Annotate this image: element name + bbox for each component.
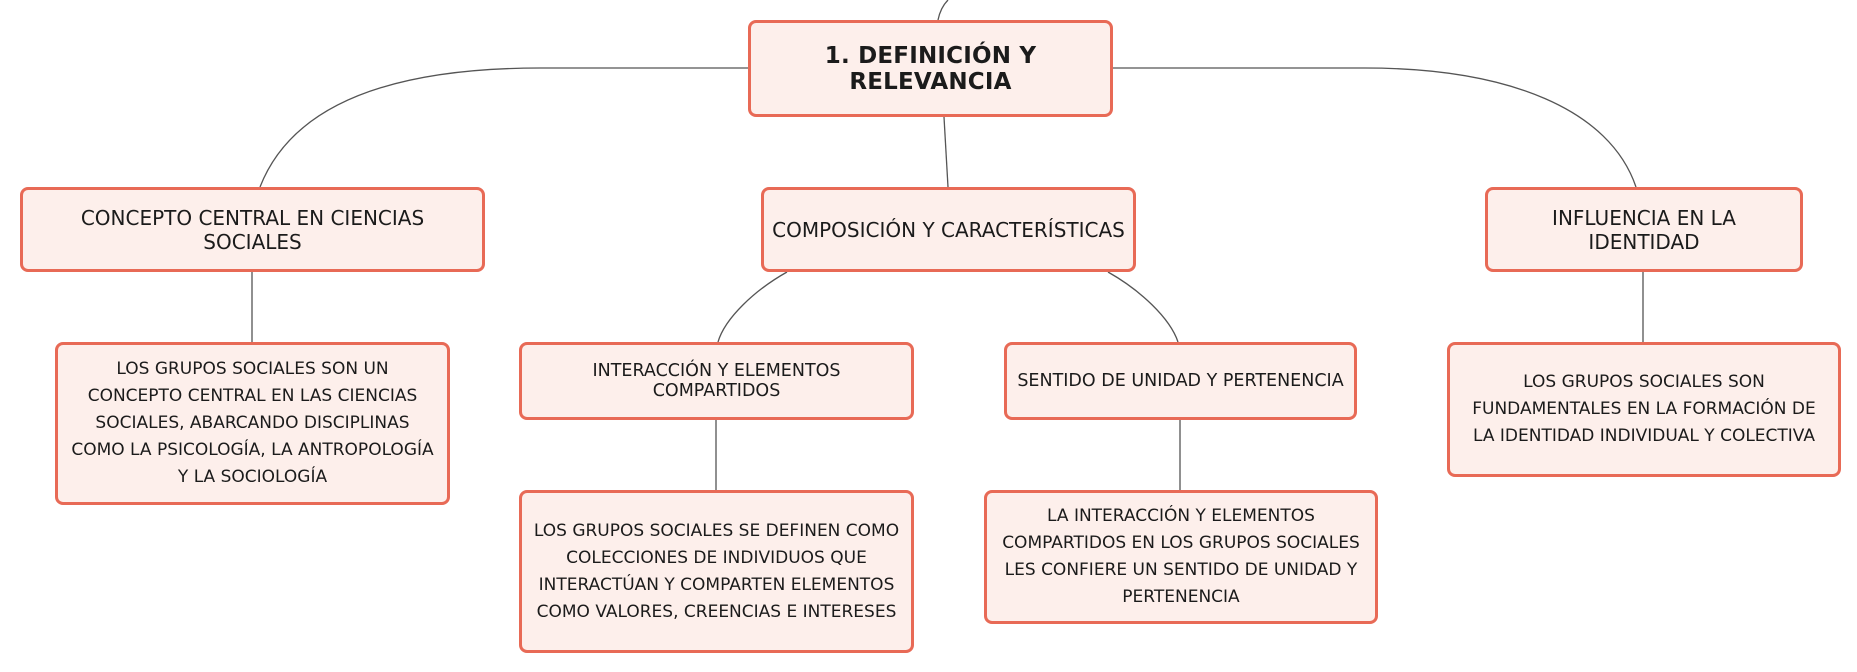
sub-label: INTERACCIÓN Y ELEMENTOS COMPARTIDOS — [592, 361, 841, 401]
root-node[interactable]: 1. DEFINICIÓN Y RELEVANCIA — [748, 20, 1113, 117]
branch-label: INFLUENCIA EN LA IDENTIDAD — [1552, 205, 1736, 254]
connector-composicion-interaccion — [717, 271, 788, 343]
branch-node-concepto-central[interactable]: CONCEPTO CENTRAL EN CIENCIAS SOCIALES — [20, 187, 485, 272]
connector-root-composicion — [943, 116, 949, 188]
branch-label: CONCEPTO CENTRAL EN CIENCIAS SOCIALES — [80, 205, 425, 254]
branch-label: COMPOSICIÓN Y CARACTERÍSTICAS — [772, 217, 1125, 242]
sub-node-interaccion[interactable]: INTERACCIÓN Y ELEMENTOS COMPARTIDOS — [519, 342, 914, 420]
detail-text: LOS GRUPOS SOCIALES SE DEFINEN COMO COLE… — [533, 520, 900, 622]
detail-node-concepto-central[interactable]: LOS GRUPOS SOCIALES SON UN CONCEPTO CENT… — [55, 342, 450, 505]
detail-text: LOS GRUPOS SOCIALES SON FUNDAMENTALES EN… — [1472, 372, 1816, 446]
connector-root-parent — [937, 0, 949, 21]
detail-node-interaccion[interactable]: LOS GRUPOS SOCIALES SE DEFINEN COMO COLE… — [519, 490, 914, 653]
connector-composicion-sentido — [1107, 271, 1179, 343]
detail-text: LA INTERACCIÓN Y ELEMENTOS COMPARTIDOS E… — [1002, 506, 1360, 607]
detail-node-influencia[interactable]: LOS GRUPOS SOCIALES SON FUNDAMENTALES EN… — [1447, 342, 1841, 477]
sub-node-sentido[interactable]: SENTIDO DE UNIDAD Y PERTENENCIA — [1004, 342, 1357, 420]
sub-label: SENTIDO DE UNIDAD Y PERTENENCIA — [1017, 371, 1344, 391]
connector-root-influencia — [1113, 67, 1637, 188]
detail-node-sentido[interactable]: LA INTERACCIÓN Y ELEMENTOS COMPARTIDOS E… — [984, 490, 1378, 624]
root-label: 1. DEFINICIÓN Y RELEVANCIA — [824, 42, 1037, 95]
branch-node-influencia[interactable]: INFLUENCIA EN LA IDENTIDAD — [1485, 187, 1803, 272]
branch-node-composicion[interactable]: COMPOSICIÓN Y CARACTERÍSTICAS — [761, 187, 1136, 272]
detail-text: LOS GRUPOS SOCIALES SON UN CONCEPTO CENT… — [71, 359, 434, 487]
connector-root-concepto — [259, 67, 748, 188]
